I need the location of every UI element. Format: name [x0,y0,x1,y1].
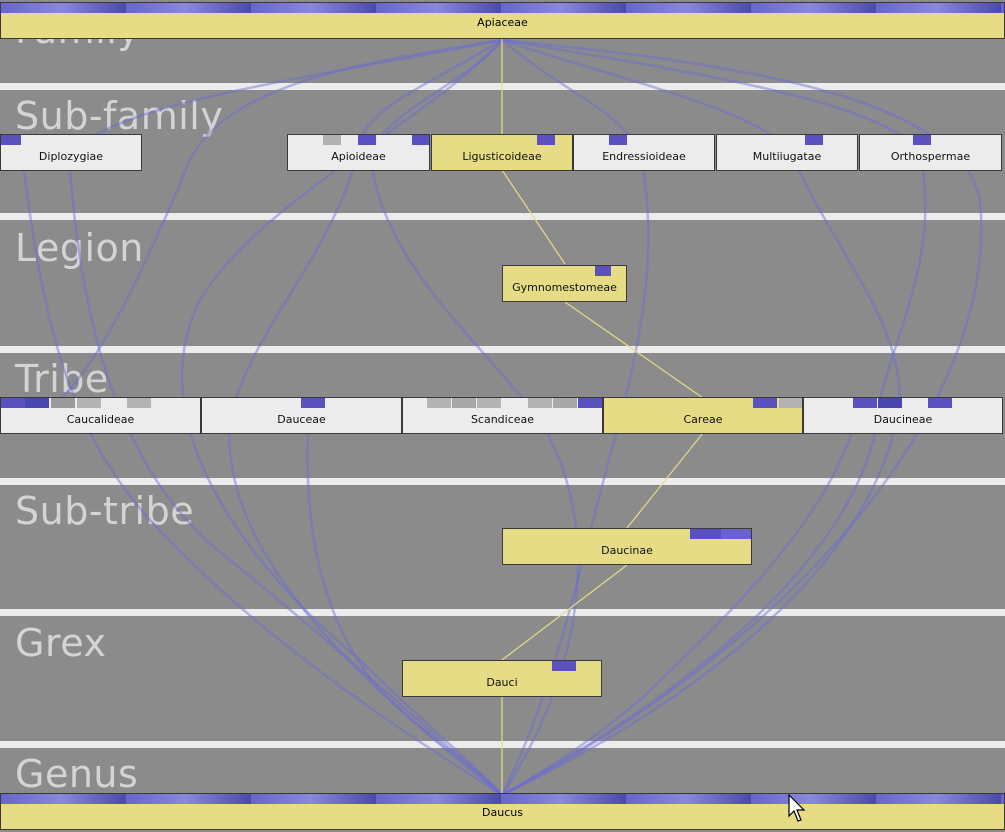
band-separator [0,346,1005,353]
marker [77,398,101,408]
node-label: Caucalideae [66,413,135,426]
node-label: Daucus [482,806,523,819]
marker [1,135,21,145]
node-caucalideae[interactable]: Caucalideae [0,397,201,434]
relation-path [368,39,580,796]
node-gymnomestomeae[interactable]: Gymnomestomeae [502,265,627,302]
relation-path [306,399,503,796]
relation-path [501,38,902,797]
marker-stripe [1,3,1004,13]
node-label: Daucineae [873,413,933,426]
node-careae[interactable]: Careae [603,397,803,434]
node-apioideae[interactable]: Apioideae [287,134,430,171]
node-ligusticoideae[interactable]: Ligusticoideae [431,134,573,171]
band-label-legion: Legion [15,226,144,270]
node-apiaceae[interactable]: Apiaceae [0,2,1005,39]
marker [537,135,555,145]
marker [528,398,552,408]
node-dauci[interactable]: Dauci [402,660,602,697]
relation-path [68,38,503,796]
relation-path [500,39,650,796]
node-daucinae[interactable]: Daucinae [502,528,752,565]
marker [779,398,802,408]
relation-path [501,399,862,797]
marker [928,398,952,408]
marker [578,398,602,408]
node-label: Orthospermae [890,150,971,163]
relation-path [228,38,503,796]
node-label: Endressioideae [602,150,686,163]
node-daucus[interactable]: Daucus [0,793,1005,830]
node-dauceae[interactable]: Dauceae [201,397,402,434]
marker [721,529,751,539]
selected-path [564,301,704,399]
band-label-genus: Genus [15,752,139,796]
marker [878,398,902,408]
node-label: Multiiugatae [752,150,822,163]
marker [358,135,376,145]
node-label: Apioideae [331,150,386,163]
band-separator [0,609,1005,616]
marker [427,398,451,408]
band-separator [0,213,1005,220]
marker [609,135,627,145]
marker [25,398,49,408]
relation-path [501,38,927,797]
node-label: Ligusticoideae [462,150,542,163]
node-label: Apiaceae [477,16,528,29]
marker [595,266,611,276]
marker-stripe [1,794,1004,804]
marker [690,529,721,539]
node-endressioideae[interactable]: Endressioideae [573,134,715,171]
node-label: Diplozygiae [38,150,104,163]
marker [301,398,325,408]
band-label-subfamily: Sub-family [15,94,224,138]
marker [753,398,777,408]
band-separator [0,478,1005,485]
marker [412,135,429,145]
band-label-tribe: Tribe [15,357,109,401]
marker [853,398,877,408]
marker [913,135,931,145]
node-multiiugatae[interactable]: Multiiugatae [716,134,858,171]
node-label: Daucinae [601,544,653,557]
marker [323,135,341,145]
marker [553,398,577,408]
relation-path [501,38,983,797]
band-label-subtribe: Sub-tribe [15,489,195,533]
marker [452,398,476,408]
marker [477,398,501,408]
mouse-cursor-icon [788,794,806,822]
node-diplozygiae[interactable]: Diplozygiae [0,134,142,171]
marker [552,661,576,671]
band-label-grex: Grex [15,621,107,665]
node-label: Dauceae [277,413,326,426]
selected-path [626,432,704,529]
marker [805,135,823,145]
node-orthospermae[interactable]: Orthospermae [859,134,1002,171]
marker [127,398,151,408]
marker [51,398,75,408]
node-label: Gymnomestomeae [512,281,617,294]
marker [1,398,25,408]
relation-path [59,38,503,401]
node-label: Careae [683,413,723,426]
selected-path [501,564,628,661]
node-label: Scandiceae [470,413,535,426]
node-scandiceae[interactable]: Scandiceae [402,397,603,434]
node-label: Dauci [486,676,518,689]
relation-path [18,139,503,797]
node-daucineae[interactable]: Daucineae [803,397,1003,434]
selected-path [501,169,566,265]
